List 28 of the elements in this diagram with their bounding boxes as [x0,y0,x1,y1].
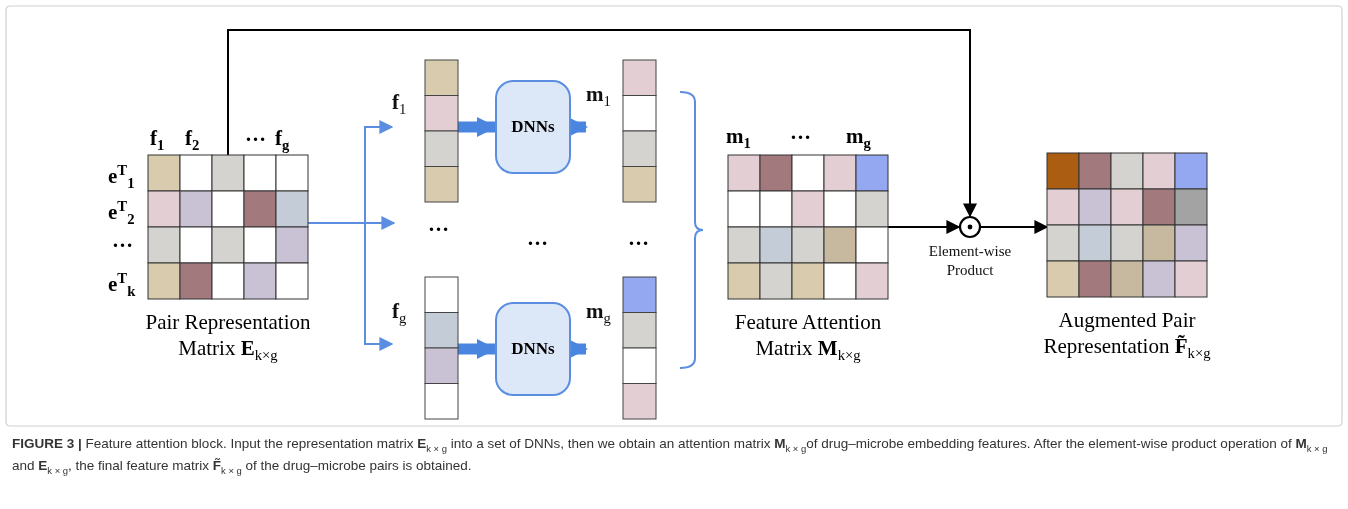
block-arrow [458,339,497,359]
column-label: f$_{1}$ [150,126,165,155]
vector-label: f$_{1}$ [392,90,407,119]
column-label: m$_{g}$ [846,124,871,153]
vector-label: m$_{1}$ [586,82,611,111]
block-arrow [458,117,497,137]
arrow [227,29,977,218]
vector-label: m$_{g}$ [586,299,611,328]
row-label: … [112,228,133,253]
column-label: f$_{2}$ [185,126,200,155]
column-label: … [245,122,266,147]
figure-caption: FIGURE 3 | Feature attention block. Input the representation matrix E$_{k × g}$ into a set of DNNs, then we obtain an attention matrix M$_{k × g}$of drug–microbe embedding features. After the element-wise product operation of M$_{k × g}$ and E$_{k × g}$, the final feature matrix F̃$_{k × g}$ of the drug–microbe pairs is obtained. [12,435,1329,478]
matrix-caption: Augmented Pair Representation F̃$_{k×g}$ [1042,307,1212,363]
arrow [307,222,394,351]
vector-label: f$_{g}$ [392,299,407,328]
process-box: DNNs [495,302,571,396]
column-label: m$_{1}$ [726,124,751,153]
column-label: f$_{g}$ [275,126,290,155]
arrow [887,220,961,234]
ellipsis-mark: … [628,226,649,251]
column-label: … [790,120,811,145]
arrow [980,220,1049,234]
ellipsis-mark: … [428,212,449,237]
ellipsis-mark: … [527,226,548,251]
process-box: DNNs [495,80,571,174]
matrix-caption: Feature Attention Matrix M$_{k×g}$ [733,309,883,365]
matrix-caption: Pair Representation Matrix E$_{k×g}$ [144,309,312,365]
operator-label: Element-wise Product [927,242,1013,280]
